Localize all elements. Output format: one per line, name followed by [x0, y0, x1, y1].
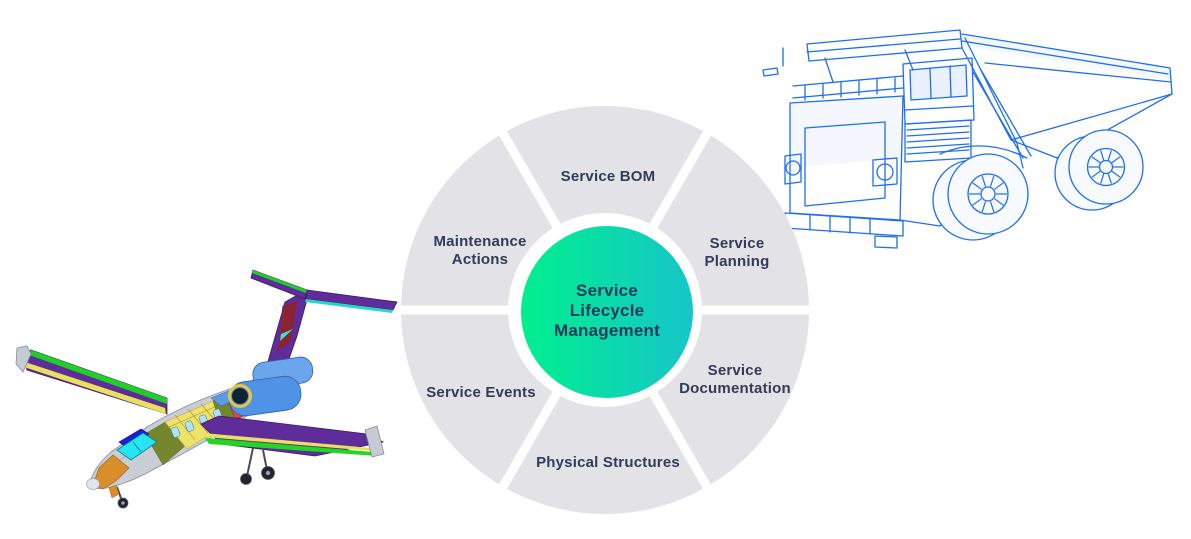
segment-label-physical-structures: Physical Structures — [536, 454, 680, 471]
segment-label-service-documentation: Service Documentation — [679, 362, 791, 397]
slm-wheel-diagram: Service BOM Service Planning Service Doc… — [398, 103, 812, 517]
segment-label-service-planning: Service Planning — [704, 235, 770, 270]
center-circle — [521, 226, 693, 398]
wheel-graphic — [398, 106, 812, 514]
dump-truck-wireframe-image — [762, 29, 1173, 249]
segment-label-service-events: Service Events — [426, 384, 536, 401]
segment-label-maintenance-actions: Maintenance Actions — [433, 233, 527, 268]
aircraft-cad-model-image — [15, 269, 398, 509]
segment-label-service-bom: Service BOM — [560, 168, 656, 185]
center-label: Service Lifecycle Management — [554, 281, 660, 340]
